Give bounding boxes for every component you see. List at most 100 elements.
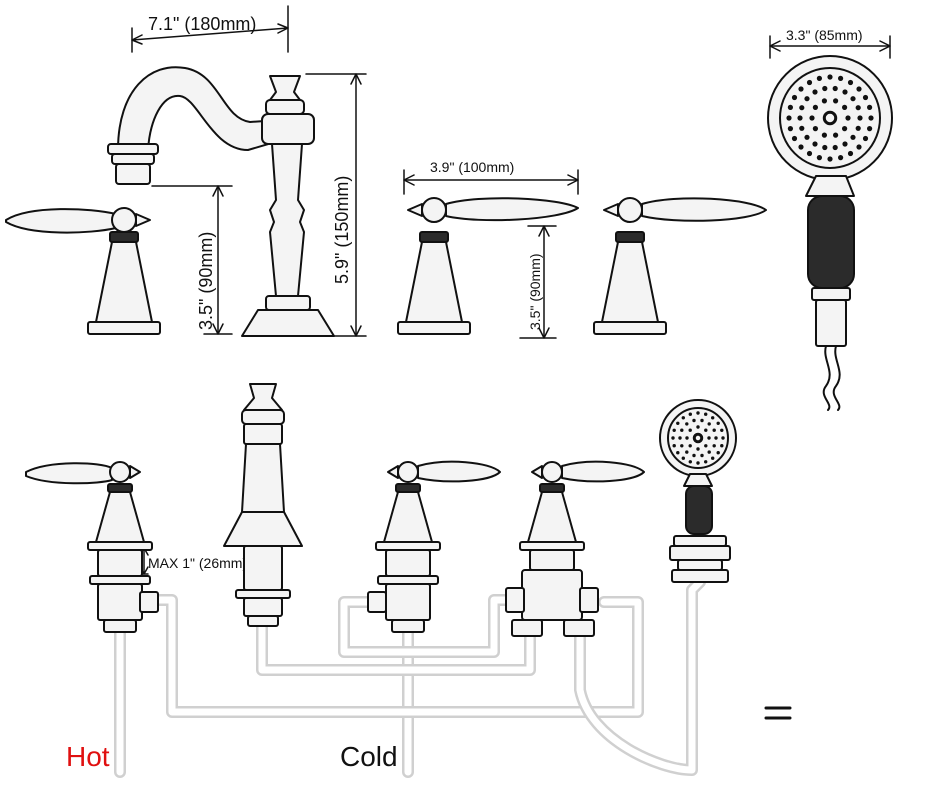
shower-hole xyxy=(681,456,685,460)
shower-hole xyxy=(833,132,839,138)
shower-hole xyxy=(812,89,818,95)
shower-hole xyxy=(671,436,675,440)
shower-hole xyxy=(787,126,794,132)
shower-hole xyxy=(812,141,818,147)
shower-hole xyxy=(822,144,828,151)
shower-hole xyxy=(685,422,689,426)
shower-hole xyxy=(692,418,696,423)
handle-middle-top xyxy=(397,197,579,335)
shower-hole xyxy=(712,444,716,448)
shower-hole xyxy=(847,150,854,157)
shower-hole xyxy=(842,89,848,95)
shower-hole xyxy=(842,104,848,110)
handle-right-top xyxy=(593,197,767,335)
spout-valve-assembly xyxy=(223,383,303,627)
shower-hole xyxy=(850,96,856,102)
shower-hole xyxy=(791,135,798,142)
shower-hole xyxy=(856,144,862,150)
shower-hole xyxy=(716,451,720,455)
shower-hole xyxy=(696,461,700,465)
cold-handle-assembly xyxy=(367,460,501,633)
shower-hole xyxy=(806,79,813,86)
shower-hole xyxy=(804,134,810,140)
max-deck-thickness-dimension: MAX 1" (26mm) xyxy=(148,555,247,571)
shower-hole xyxy=(847,79,854,86)
hot-label: Hot xyxy=(66,741,110,772)
shower-hole xyxy=(855,125,861,131)
shower-hole xyxy=(799,125,805,131)
shower-hole xyxy=(816,75,823,81)
shower-hole xyxy=(685,436,689,440)
shower-hole xyxy=(681,416,685,420)
shower-hole xyxy=(711,416,715,420)
shower-hole xyxy=(676,451,680,455)
shower-hole xyxy=(857,115,863,121)
shower-hole xyxy=(862,135,869,142)
shower-hole xyxy=(821,98,828,104)
shower-hole xyxy=(827,156,833,162)
shower-hole xyxy=(720,444,724,448)
shower-hole xyxy=(868,115,874,121)
shower-hole xyxy=(678,436,682,440)
shower-hole xyxy=(696,411,700,415)
shower-hole xyxy=(688,460,692,464)
shower-hole xyxy=(704,428,708,432)
shower-hole xyxy=(797,115,803,121)
shower-hole xyxy=(672,428,676,432)
shower-hole xyxy=(832,144,838,151)
shower-hole xyxy=(816,155,823,161)
spout-illustration xyxy=(107,66,335,337)
spout-reach-dimension: 7.1" (180mm) xyxy=(148,14,256,34)
shower-hole xyxy=(704,460,708,464)
shower-hole xyxy=(806,150,813,157)
shower-hole xyxy=(696,447,700,451)
shower-hole xyxy=(850,134,856,140)
shower-hole xyxy=(838,155,844,161)
cold-label: Cold xyxy=(340,741,398,772)
shower-hole xyxy=(707,422,711,426)
shower-hole xyxy=(721,436,725,440)
shower-center-ring xyxy=(822,110,838,126)
shower-hole xyxy=(821,132,828,138)
shower-center-ring xyxy=(692,432,704,444)
shower-head-holes-top xyxy=(786,74,874,162)
shower-hole xyxy=(827,74,833,80)
shower-hole xyxy=(812,126,819,132)
shower-hole xyxy=(833,98,839,104)
shower-hole xyxy=(685,450,689,454)
shower-hole xyxy=(809,115,815,121)
shower-hole xyxy=(855,105,861,111)
shower-hole xyxy=(798,86,804,92)
shower-hole xyxy=(845,115,851,121)
shower-hole xyxy=(704,412,708,416)
shower-hole xyxy=(696,425,700,429)
handle-width-dimension: 3.9" (100mm) xyxy=(430,159,514,175)
handle-left-top xyxy=(5,207,161,335)
shower-hole xyxy=(688,444,692,448)
shower-hole xyxy=(842,126,848,132)
shower-hole xyxy=(786,115,792,121)
shower-hole xyxy=(704,444,708,448)
handle-height-right-dimension: 3.5" (90mm) xyxy=(527,253,543,330)
shower-hole xyxy=(856,86,862,92)
shower-head-holes-bottom xyxy=(671,411,725,465)
shower-hole xyxy=(791,94,798,101)
shower-hole xyxy=(838,75,844,81)
shower-hole xyxy=(862,94,869,101)
water-pipes xyxy=(114,576,792,778)
shower-hole xyxy=(688,412,692,416)
shower-hole xyxy=(712,428,716,432)
hand-shower-assembly xyxy=(659,399,737,583)
shower-hole xyxy=(716,421,720,425)
shower-hole xyxy=(707,450,711,454)
shower-hole xyxy=(714,436,718,440)
shower-hole xyxy=(680,428,684,432)
diverter-handle-assembly xyxy=(505,460,645,637)
shower-hole xyxy=(842,141,848,147)
shower-hole xyxy=(707,436,711,440)
shower-hole xyxy=(680,444,684,448)
handle-height-left-dimension: 3.5" (90mm) xyxy=(196,232,216,330)
spout-height-dimension: 5.9" (150mm) xyxy=(332,176,352,284)
shower-hole xyxy=(720,428,724,432)
